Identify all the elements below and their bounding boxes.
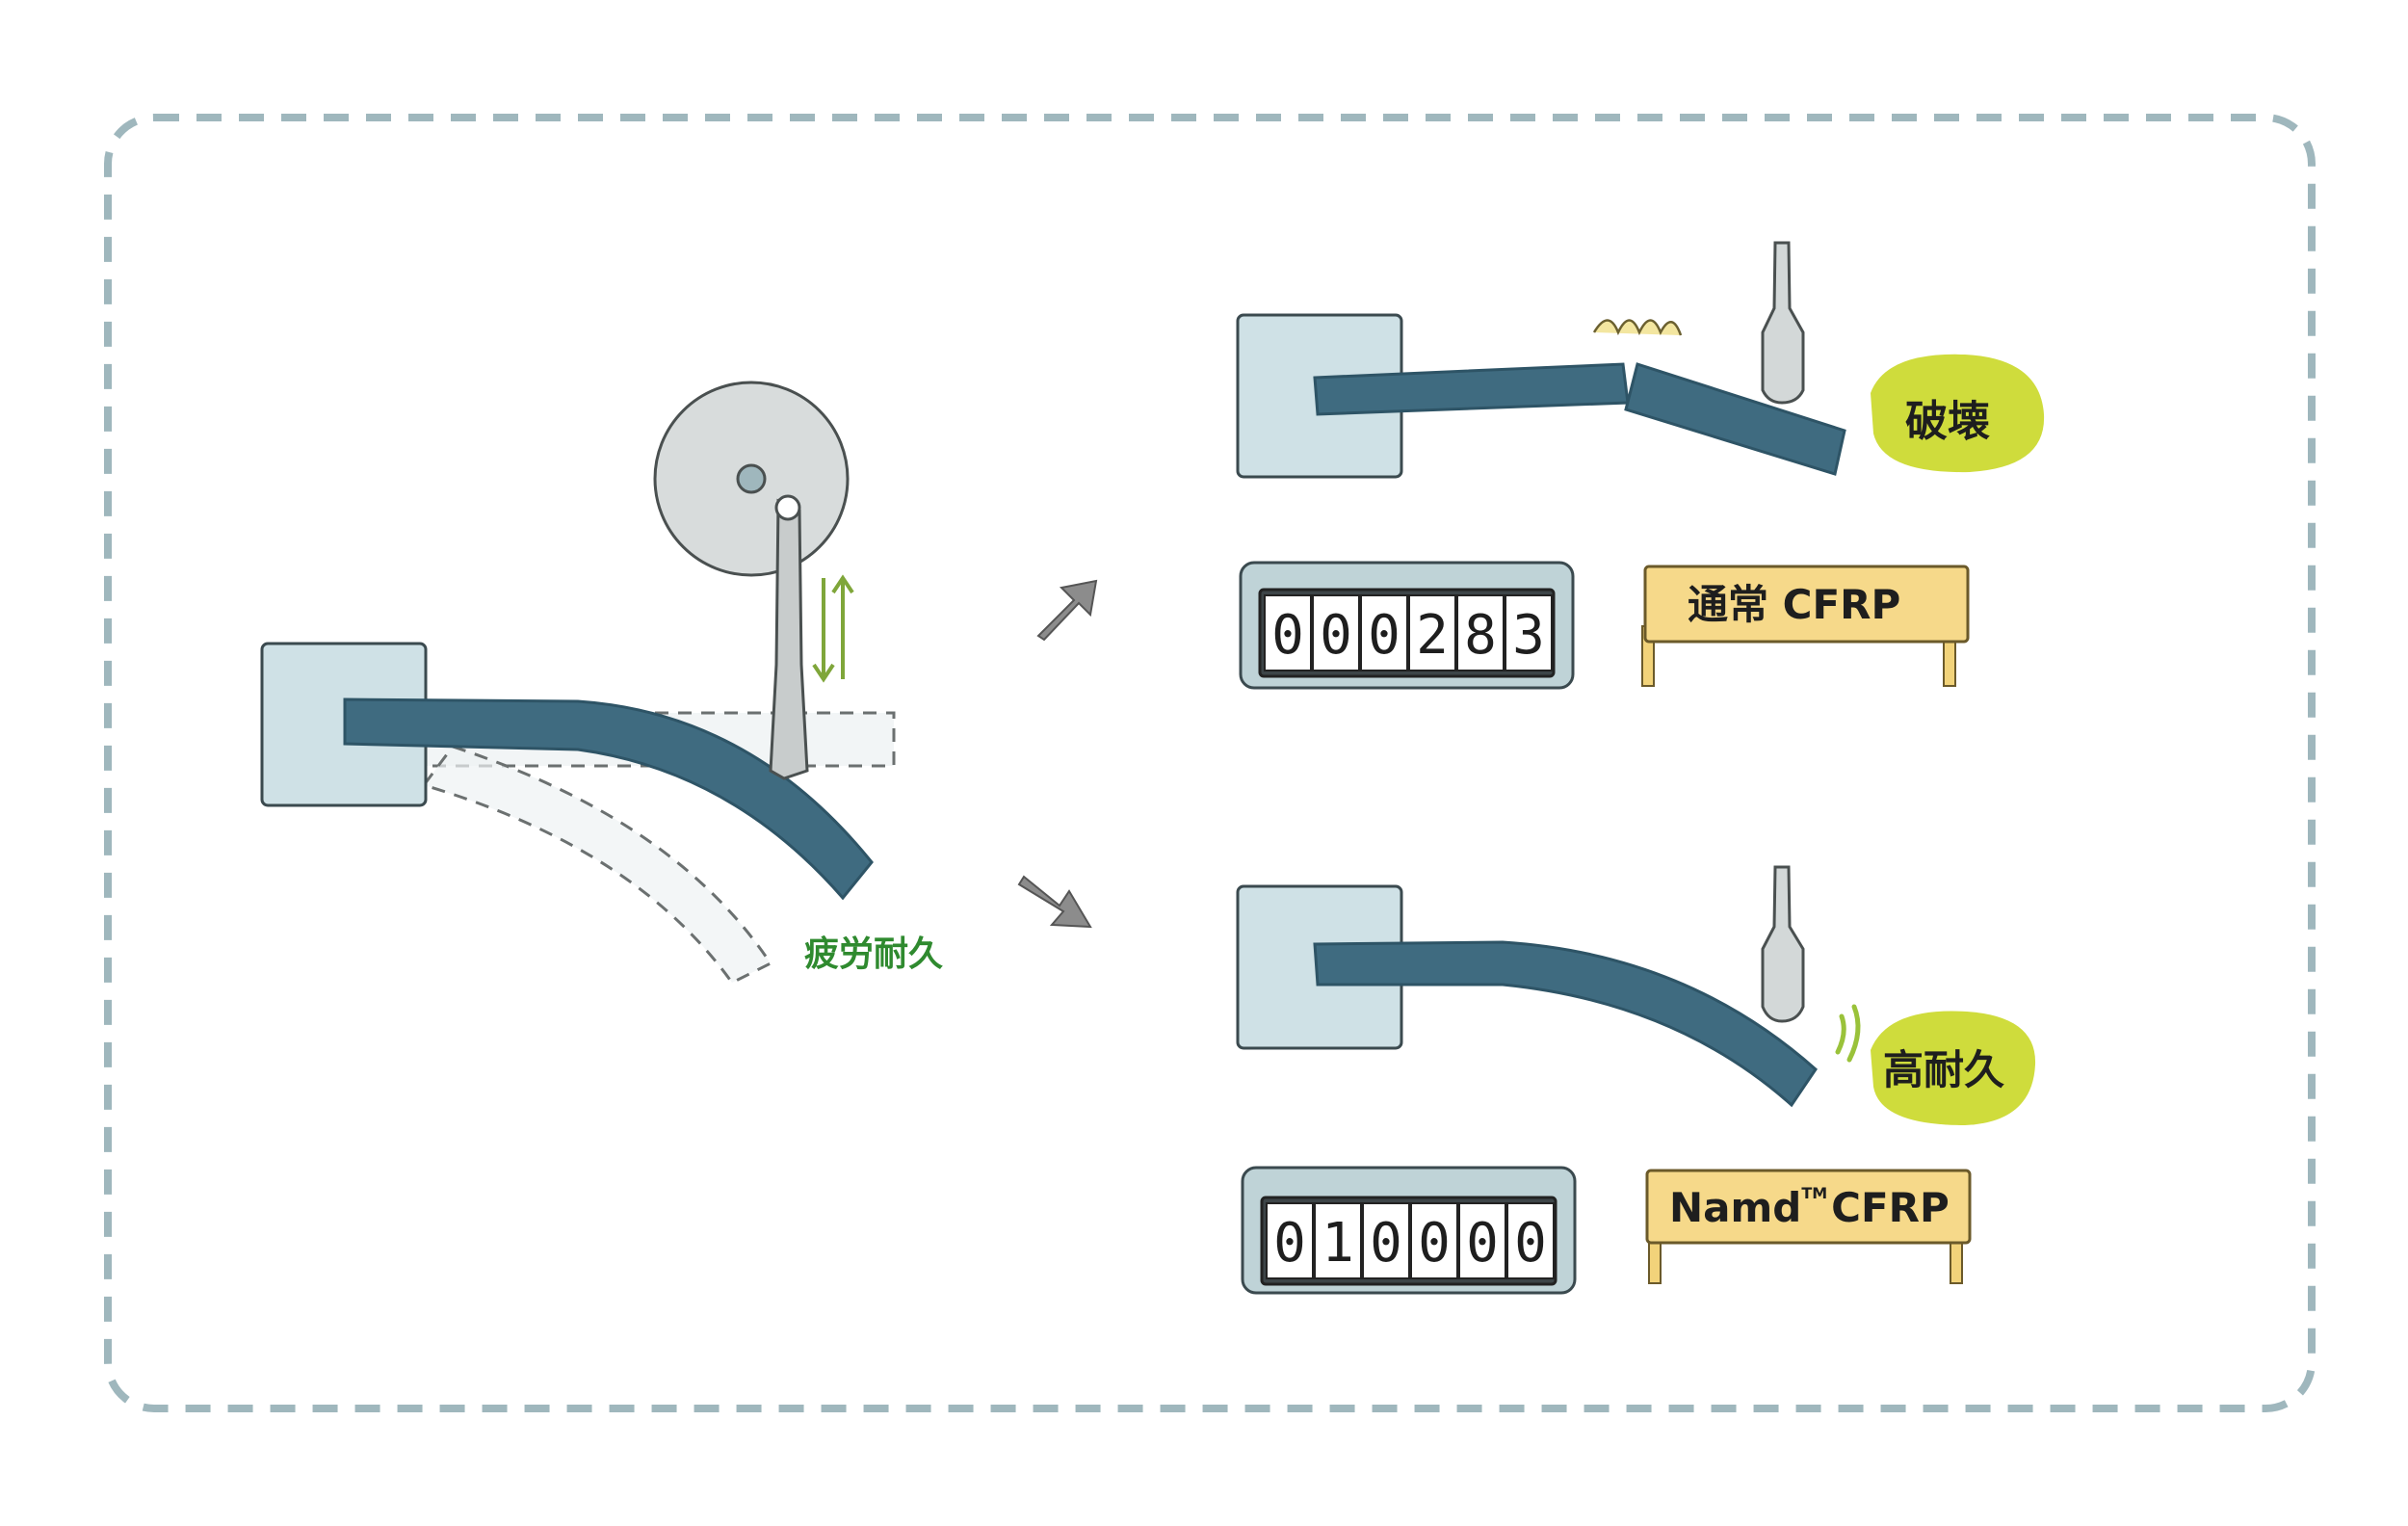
normal-beam-broken xyxy=(1624,362,1846,476)
namd-counter-digit: 0 xyxy=(1514,1212,1547,1275)
namd-counter-digit: 0 xyxy=(1466,1212,1499,1275)
destroyed-badge xyxy=(1871,354,2045,473)
namd-counter-digit-cell xyxy=(1266,1202,1314,1279)
normal-counter-digit: 0 xyxy=(1368,604,1400,667)
normal-probe xyxy=(1761,241,1805,405)
beam-ghost-lower xyxy=(421,745,773,985)
namd-brand: Namd xyxy=(1669,1184,1801,1231)
up-down-arrows-icon xyxy=(812,574,854,683)
arrow-to-namd-icon xyxy=(1017,875,1092,929)
normal-counter-digit-cell xyxy=(1456,594,1505,671)
durable-badge xyxy=(1871,1011,2036,1125)
normal-counter-digit-cell xyxy=(1408,594,1456,671)
destroyed-label: 破壊 xyxy=(1905,397,1990,446)
dashed-frame xyxy=(104,114,2316,1412)
normal-sign: 通常 CFRP xyxy=(1641,565,1970,687)
connecting-rod xyxy=(769,498,809,780)
namd-sign: NamdTMCFRP xyxy=(1645,1169,1972,1284)
fatigue-test-apparatus: 疲労耐久 xyxy=(260,381,943,985)
namd-counter-digit-cell xyxy=(1506,1202,1555,1279)
normal-sign-text: 通常 CFRP xyxy=(1688,581,1900,628)
crank-pin xyxy=(774,494,801,521)
beam-main xyxy=(343,697,874,901)
normal-counter-digit: 0 xyxy=(1320,604,1352,667)
fatigue-label: 疲労耐久 xyxy=(804,934,943,974)
normal-counter-digit: 0 xyxy=(1271,604,1304,667)
namd-counter-digit-cell xyxy=(1410,1202,1458,1279)
namd-counter-digit: 0 xyxy=(1370,1212,1402,1275)
namd-probe xyxy=(1761,865,1805,1023)
namd-counter-digit: 0 xyxy=(1273,1212,1306,1275)
gear-hub xyxy=(736,463,767,494)
vibration-marks-icon xyxy=(1835,1004,1861,1063)
namd-beam xyxy=(1313,940,1818,1108)
namd-counter-digit: 0 xyxy=(1418,1212,1451,1275)
namd-suffix: CFRP xyxy=(1831,1184,1950,1231)
normal-counter-digit-cell xyxy=(1264,594,1312,671)
normal-counter-digit: 3 xyxy=(1512,604,1545,667)
normal-counter-digit-cell xyxy=(1312,594,1360,671)
namd-counter-digit: 1 xyxy=(1322,1212,1354,1275)
crack-sparkle-icon xyxy=(1592,319,1683,336)
namd-counter-digit-cell xyxy=(1314,1202,1362,1279)
namd-counter-digit-cell xyxy=(1362,1202,1410,1279)
arrow-to-normal-icon xyxy=(1036,579,1098,642)
durable-label: 高耐久 xyxy=(1883,1046,2004,1093)
namd-tm: TM xyxy=(1801,1184,1827,1202)
normal-counter-digit-cell xyxy=(1360,594,1408,671)
normal-counter-digit-cell xyxy=(1505,594,1553,671)
namd-sign-text: NamdTMCFRP xyxy=(1669,1184,1950,1231)
namd-counter-digit-cell xyxy=(1458,1202,1506,1279)
normal-counter-digit: 2 xyxy=(1416,604,1449,667)
normal-counter-digit: 8 xyxy=(1464,604,1497,667)
